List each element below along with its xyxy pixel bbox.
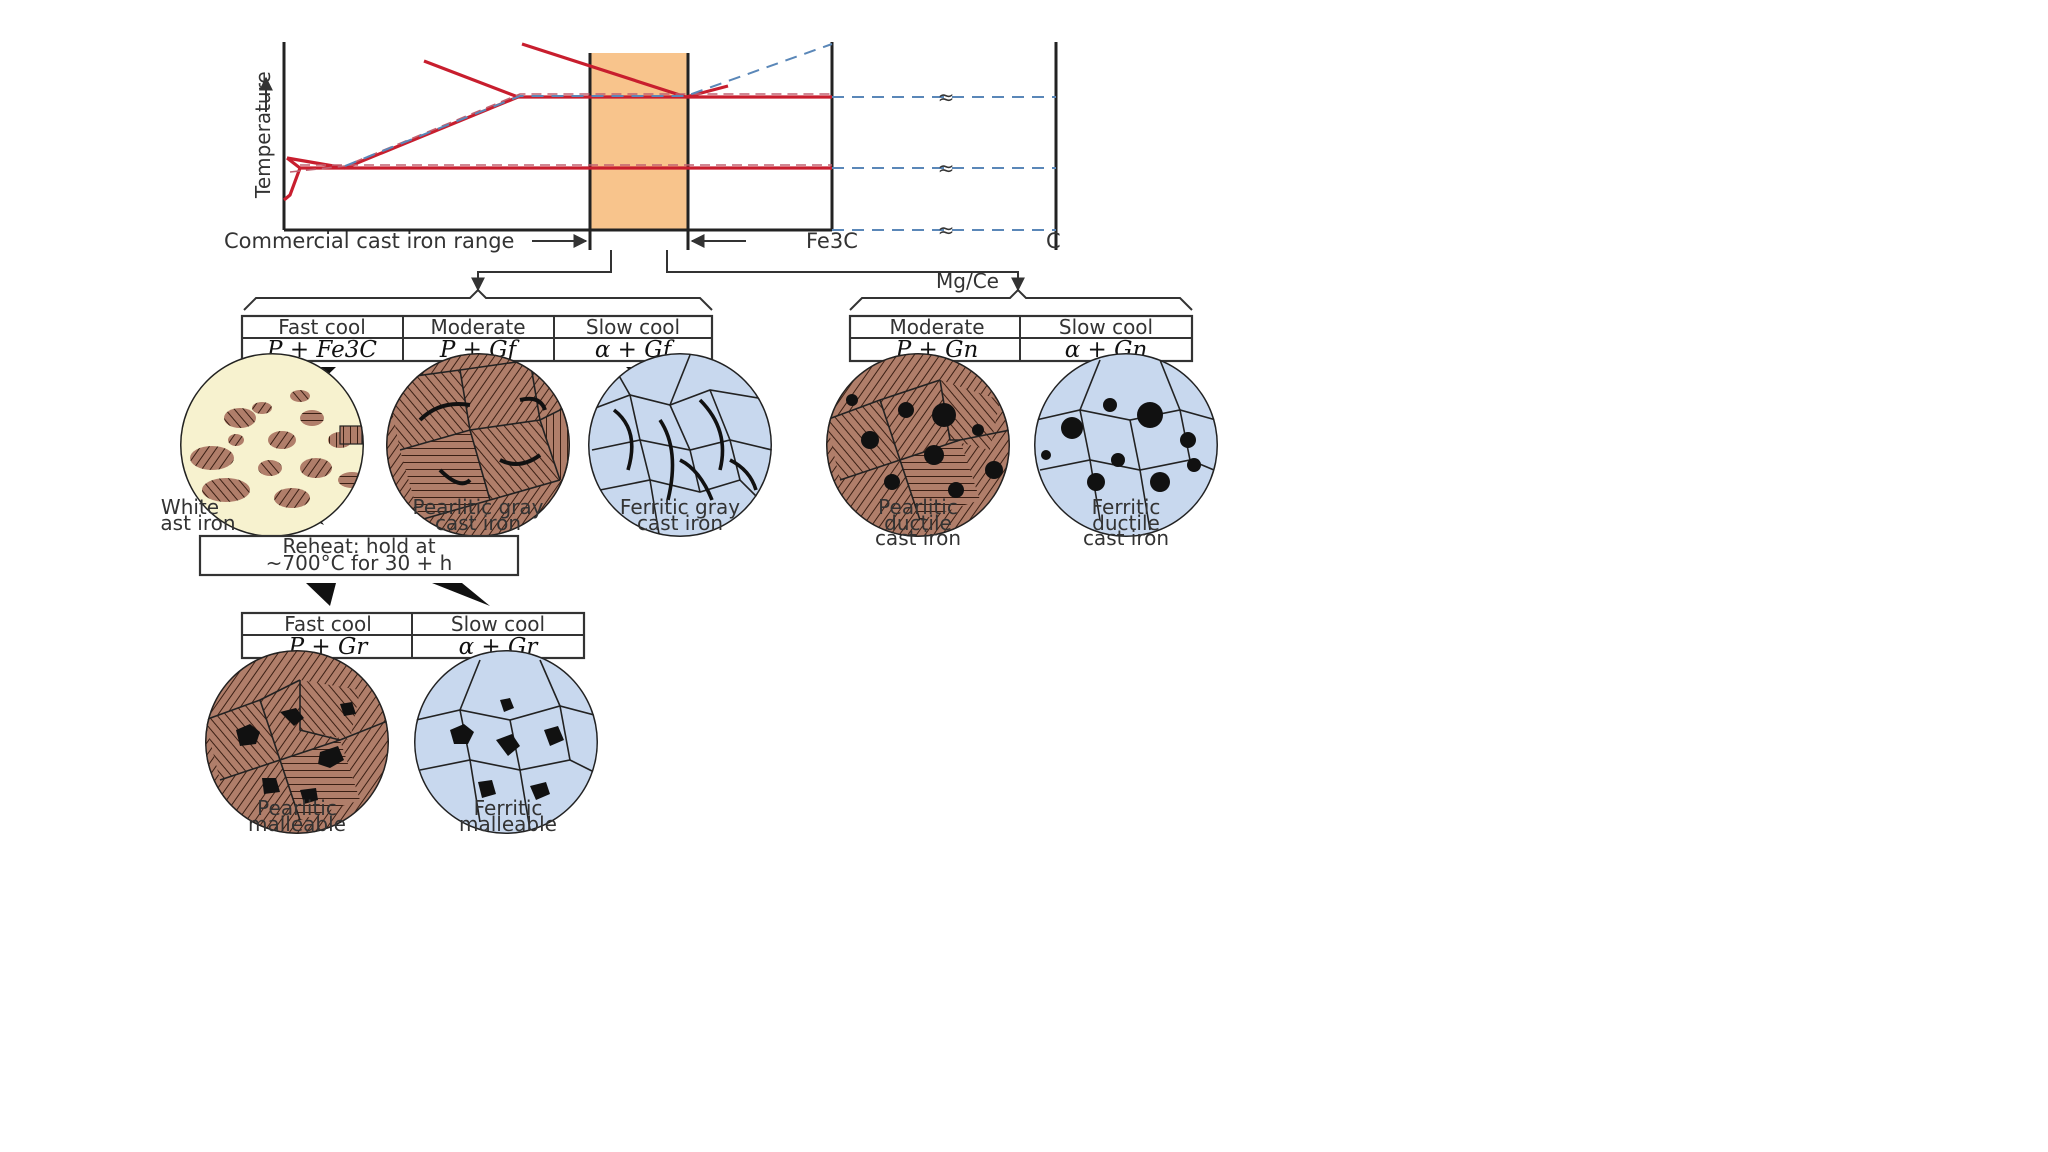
- table-header: Slow cool: [586, 315, 680, 339]
- phase-diagram: ≈ ≈ ≈ Temperature Commercial cast iron r…: [224, 42, 1061, 253]
- table-header: Slow cool: [1059, 315, 1153, 339]
- caption-line: Ferritic: [474, 796, 543, 820]
- table-header: Fast cool: [278, 315, 366, 339]
- caption-line: cast iron: [1083, 526, 1169, 550]
- micrograph-pearlitic-ductile-cast-iron: [826, 353, 1010, 537]
- axis-break-symbol: ≈: [938, 85, 955, 109]
- carbon-label: C: [1046, 229, 1061, 253]
- fe-fe3c-lines: [282, 42, 832, 202]
- caption-line: cast iron: [875, 526, 961, 550]
- flow-connectors: Mg/Ce: [243, 250, 1193, 311]
- reheat-line-2: ~700°C for 30 + h: [266, 551, 453, 575]
- caption-line: Ferritic gray: [620, 495, 740, 519]
- reheat-line-1: Reheat: hold at: [282, 534, 435, 558]
- table-header: Moderate: [430, 315, 525, 339]
- table-header: Slow cool: [451, 612, 545, 636]
- micrograph-ferritic-malleable: [414, 650, 598, 834]
- reheat-box: Reheat: hold at ~700°C for 30 + h: [198, 534, 520, 577]
- caption-line: cast iron: [637, 511, 723, 535]
- ductile-iron-cooling-table: Moderate Slow cool P + Gn α + Gn: [848, 314, 1194, 363]
- caption-line: ast iron: [160, 511, 235, 535]
- mg-ce-label: Mg/Ce: [936, 269, 999, 293]
- caption-line: malleable: [459, 812, 557, 836]
- caption-line: ductile: [1092, 511, 1160, 535]
- cast-iron-range-band: [590, 53, 688, 230]
- micrograph-white-cast-iron: [180, 353, 364, 537]
- table-header: Moderate: [889, 315, 984, 339]
- caption-line: cast iron: [435, 511, 521, 535]
- caption-line: Ferritic: [1092, 495, 1161, 519]
- caption-line: Pearlitic: [257, 796, 337, 820]
- table-header: Fast cool: [284, 612, 372, 636]
- axis-break-symbol: ≈: [938, 156, 955, 180]
- axis-break-symbol: ≈: [938, 218, 955, 242]
- fe3c-label: Fe3C: [806, 229, 858, 253]
- cast-iron-range-label: Commercial cast iron range: [224, 229, 514, 253]
- fe-c-stable-lines: [344, 43, 1056, 231]
- micrograph-pearlitic-malleable: [205, 650, 389, 834]
- caption-line: White: [161, 495, 219, 519]
- caption-line: ductile: [884, 511, 952, 535]
- micrograph-ferritic-ductile-cast-iron: [1034, 353, 1218, 537]
- micrograph-pearlitic-gray-cast-iron: [386, 353, 570, 537]
- microstructure-captions: White ast iron Pearlitic gray cast iron …: [160, 495, 1169, 836]
- caption-line: malleable: [248, 812, 346, 836]
- micrograph-ferritic-gray-cast-iron: [588, 353, 772, 537]
- caption-line: Pearlitic: [878, 495, 958, 519]
- temperature-axis-label: Temperature: [251, 71, 275, 199]
- caption-line: Pearlitic gray: [412, 495, 543, 519]
